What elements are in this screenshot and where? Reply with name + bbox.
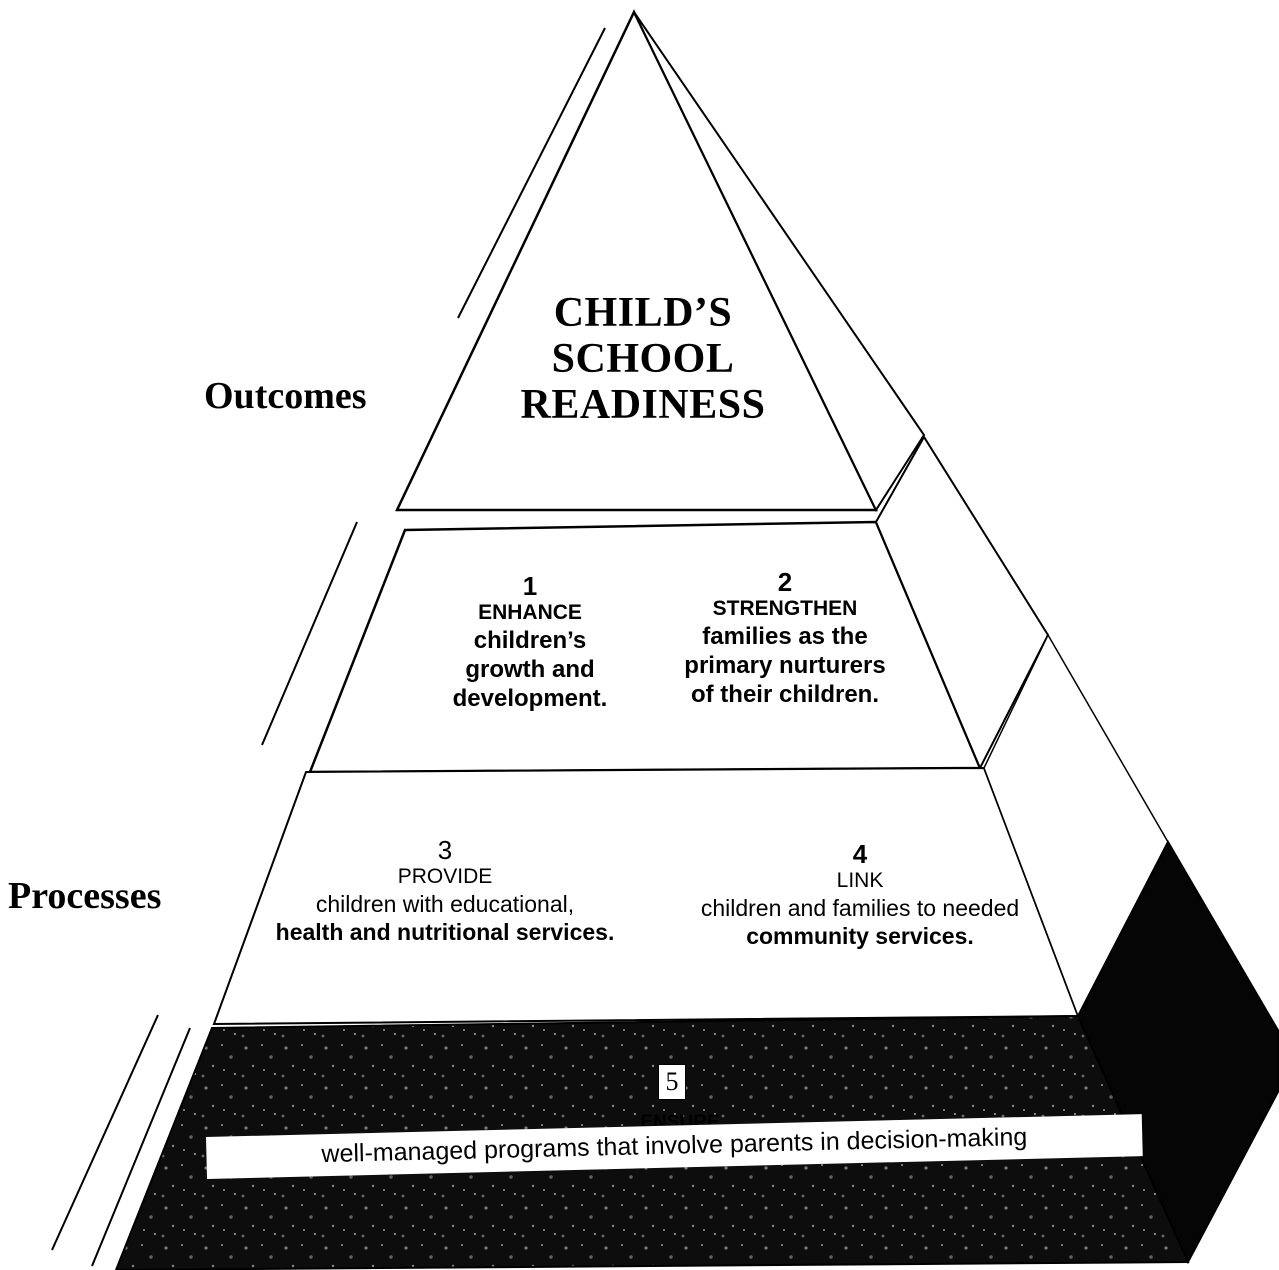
apex-title-line-3: READINESS [520,382,766,428]
block-4-number: 4 [852,839,868,869]
block-2-line-3: of their children. [690,681,879,708]
block-3: 3 PROVIDE children with educational, hea… [205,836,685,946]
base-side-face [1076,839,1279,1265]
block-3-verb: PROVIDE [397,865,493,888]
outcomes-label: Outcomes [204,375,367,417]
block-1-number: 1 [522,571,538,601]
block-2-number: 2 [777,567,793,597]
apex-title: CHILD’S SCHOOL READINESS [490,290,796,428]
apex-side-face [633,11,926,513]
block-3-number: 3 [437,835,453,865]
apex-title-line-2: SCHOOL [551,336,735,382]
block-2-line-1: families as the [702,623,868,650]
processes-label: Processes [8,875,162,917]
block-3-line-1: children with educational, [315,891,575,917]
block-1-line-2: growth and [465,656,595,683]
block-5-number: 5 [658,1064,686,1100]
block-3-line-2: health and nutritional services. [275,919,615,945]
block-4-line-1: children and families to needed [700,895,1020,921]
block-2: 2 STRENGTHEN families as the primary nur… [650,568,920,709]
block-2-line-2: primary nurturers [684,652,886,679]
block-1-line-3: development. [452,685,608,712]
block-4-line-2: community services. [746,923,974,949]
block-4-verb: LINK [836,869,884,892]
block-4: 4 LINK children and families to needed c… [660,840,1060,950]
block-1-line-1: children’s [473,627,587,654]
apex-title-line-1: CHILD’S [553,290,733,336]
block-2-verb: STRENGTHEN [712,597,858,620]
block-1-verb: ENHANCE [478,601,582,624]
block-1: 1 ENHANCE children’s growth and developm… [420,572,640,713]
guide-lines [51,27,606,1267]
